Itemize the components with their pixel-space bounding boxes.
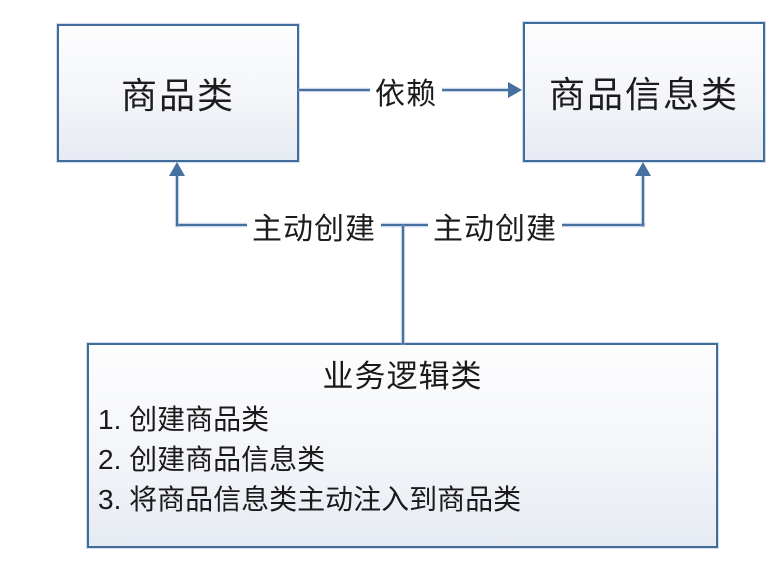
product-class-label: 商品类 bbox=[120, 75, 235, 116]
product-info-class-label: 商品信息类 bbox=[548, 74, 739, 115]
product-class-box: 商品类 bbox=[57, 24, 299, 162]
create-right-arrowhead-icon bbox=[635, 162, 651, 176]
business-logic-step-3: 3. 将商品信息类主动注入到商品类 bbox=[98, 484, 522, 515]
business-logic-class-box: 业务逻辑类 1. 创建商品类 2. 创建商品信息类 3. 将商品信息类主动注入到… bbox=[87, 343, 718, 548]
business-logic-step-1: 1. 创建商品类 bbox=[98, 404, 270, 435]
dependency-arrowhead-icon bbox=[508, 82, 522, 98]
dependency-label: 依赖 bbox=[370, 69, 442, 113]
create-left-label: 主动创建 bbox=[247, 204, 381, 248]
business-logic-title: 业务逻辑类 bbox=[322, 359, 483, 394]
create-left-vertical-line bbox=[176, 170, 178, 226]
create-connector-stem-line bbox=[402, 226, 404, 344]
business-logic-steps: 1. 创建商品类 2. 创建商品信息类 3. 将商品信息类主动注入到商品类 bbox=[89, 400, 716, 520]
create-right-label: 主动创建 bbox=[428, 204, 562, 248]
create-right-vertical-line bbox=[642, 170, 644, 226]
create-left-arrowhead-icon bbox=[169, 162, 185, 176]
create-connector-horizontal-line bbox=[177, 224, 644, 226]
product-info-class-box: 商品信息类 bbox=[523, 22, 765, 162]
business-logic-step-2: 2. 创建商品信息类 bbox=[98, 444, 326, 475]
